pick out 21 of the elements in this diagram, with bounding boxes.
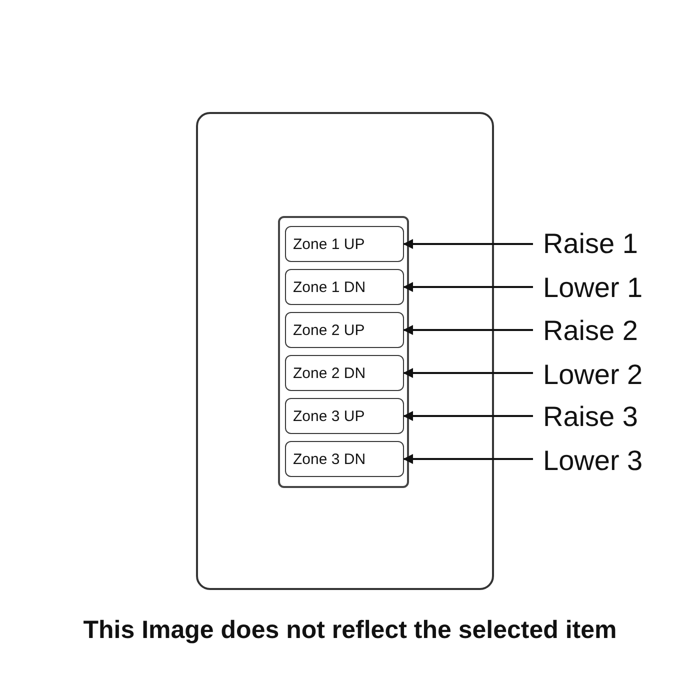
arrow xyxy=(403,282,533,292)
function-label: Raise 1 xyxy=(543,230,638,258)
function-label: Lower 1 xyxy=(543,274,643,302)
function-label: Lower 3 xyxy=(543,447,643,475)
keypad-button: Zone 2 UP xyxy=(285,312,404,348)
arrow xyxy=(403,368,533,378)
arrow xyxy=(403,454,533,464)
wall-plate xyxy=(196,112,494,590)
arrow xyxy=(403,325,533,335)
caption: This Image does not reflect the selected item xyxy=(82,616,618,645)
keypad-button: Zone 2 DN xyxy=(285,355,404,391)
function-label: Raise 3 xyxy=(543,403,638,431)
function-label: Raise 2 xyxy=(543,317,638,345)
arrow xyxy=(403,411,533,421)
keypad-button: Zone 3 UP xyxy=(285,398,404,434)
keypad-button: Zone 1 DN xyxy=(285,269,404,305)
function-label: Lower 2 xyxy=(543,361,643,389)
keypad-button: Zone 1 UP xyxy=(285,226,404,262)
keypad-bezel xyxy=(278,216,409,488)
keypad-button: Zone 3 DN xyxy=(285,441,404,477)
arrow xyxy=(403,239,533,249)
